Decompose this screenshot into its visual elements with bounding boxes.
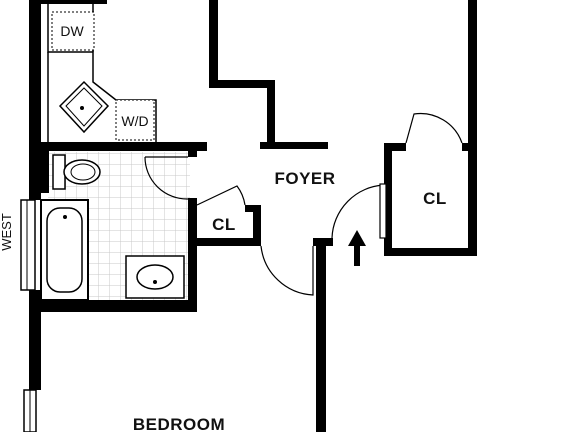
washer-dryer-label: W/D bbox=[121, 113, 148, 129]
bath-door-swing bbox=[144, 156, 189, 200]
west-exterior-wall bbox=[29, 0, 41, 200]
washer-dryer bbox=[115, 99, 155, 141]
upper-wall-step bbox=[209, 80, 275, 88]
entry-door-swing bbox=[331, 184, 385, 239]
closet-right-notch bbox=[462, 143, 477, 151]
bath-right-wall bbox=[188, 151, 197, 157]
orientation-label: WEST bbox=[0, 213, 14, 251]
bath-bottom-wall bbox=[29, 300, 197, 312]
upper-wall-left bbox=[209, 0, 218, 88]
upper-wall-vertical bbox=[267, 80, 275, 148]
kitchen-top-wall bbox=[41, 0, 107, 4]
bath-left-wall bbox=[41, 151, 49, 193]
room-label-closet-right: CL bbox=[423, 189, 447, 208]
hall-wall bbox=[316, 238, 326, 432]
west-window-upper bbox=[20, 199, 36, 291]
closet-left-bottom-wall bbox=[188, 238, 261, 246]
bedroom-door-swing bbox=[260, 245, 314, 296]
closet-right-top-wall bbox=[384, 143, 406, 151]
walls bbox=[20, 0, 477, 432]
dishwasher bbox=[51, 11, 95, 51]
entry-door-leaf bbox=[379, 183, 387, 239]
bathtub bbox=[40, 199, 89, 301]
west-exterior-wall-lower bbox=[29, 290, 41, 390]
entry-arrow-icon bbox=[348, 230, 366, 266]
dishwasher-label: DW bbox=[60, 23, 84, 39]
room-label-closet-left: CL bbox=[212, 215, 236, 234]
kitchen-bottom-wall bbox=[29, 142, 207, 151]
foyer-top-wall-left bbox=[260, 142, 328, 149]
closet-right-door bbox=[405, 112, 463, 144]
closet-left-right-wall bbox=[253, 205, 261, 246]
toilet bbox=[52, 154, 101, 190]
bath-sink bbox=[125, 255, 185, 299]
bath-right-wall-lower bbox=[188, 198, 197, 312]
room-label-foyer: FOYER bbox=[274, 169, 335, 188]
closet-right-left-wall bbox=[384, 143, 392, 256]
kitchen-sink bbox=[58, 80, 110, 134]
upper-wall-right bbox=[468, 0, 477, 254]
closet-left-door bbox=[196, 185, 246, 206]
room-label-bedroom: BEDROOM bbox=[133, 415, 225, 432]
closet-right-bottom-wall bbox=[384, 248, 477, 256]
closet-left-top-wall bbox=[245, 205, 261, 212]
